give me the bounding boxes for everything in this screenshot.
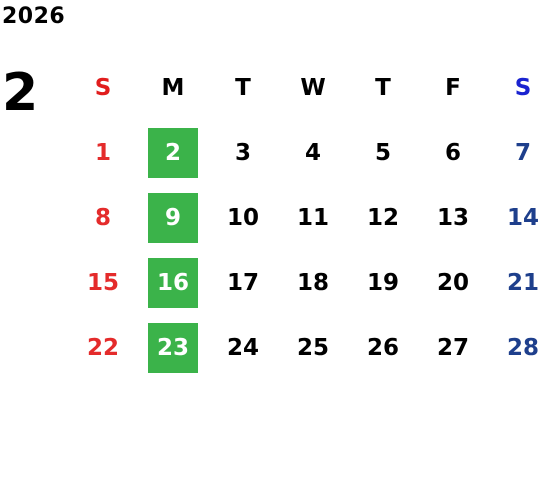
day-number: 5 xyxy=(374,139,391,166)
weekday-saturday: S xyxy=(514,74,532,101)
day-number: 26 xyxy=(366,334,399,361)
day-number: 20 xyxy=(436,269,469,296)
weekday-friday: F xyxy=(445,74,461,101)
weekday-monday: M xyxy=(161,74,185,101)
day-cell[interactable]: 16 xyxy=(138,257,208,308)
day-number: 2 xyxy=(148,127,198,178)
week-row: 15 16 17 18 19 20 21 xyxy=(68,250,548,315)
week-row: 8 9 10 11 12 13 14 xyxy=(68,185,548,250)
day-cell[interactable]: 3 xyxy=(208,128,278,178)
week-row: 1 2 3 4 5 6 7 xyxy=(68,120,548,185)
day-cell[interactable]: 13 xyxy=(418,193,488,243)
day-cell[interactable]: 5 xyxy=(348,128,418,178)
day-cell[interactable]: 7 xyxy=(488,128,548,178)
weekday-wednesday: W xyxy=(300,74,326,101)
day-number: 24 xyxy=(226,334,259,361)
day-number: 18 xyxy=(296,269,329,296)
day-cell[interactable]: 20 xyxy=(418,258,488,308)
day-number: 6 xyxy=(444,139,461,166)
month-label: 2 xyxy=(2,63,39,123)
week-row: 22 23 24 25 26 27 28 xyxy=(68,315,548,380)
day-number: 8 xyxy=(94,204,111,231)
day-number: 10 xyxy=(226,204,259,231)
day-number: 12 xyxy=(366,204,399,231)
day-number: 15 xyxy=(86,269,119,296)
day-cell[interactable]: 11 xyxy=(278,193,348,243)
day-cell[interactable]: 22 xyxy=(68,323,138,373)
day-number: 23 xyxy=(148,322,198,373)
day-cell[interactable]: 19 xyxy=(348,258,418,308)
day-cell[interactable]: 26 xyxy=(348,323,418,373)
day-cell[interactable]: 2 xyxy=(138,127,208,178)
day-cell[interactable]: 8 xyxy=(68,193,138,243)
day-number: 27 xyxy=(436,334,469,361)
day-number: 3 xyxy=(234,139,251,166)
weekday-sunday: S xyxy=(94,74,112,101)
day-number: 17 xyxy=(226,269,259,296)
day-number: 25 xyxy=(296,334,329,361)
day-number: 14 xyxy=(506,204,539,231)
day-cell[interactable]: 10 xyxy=(208,193,278,243)
day-number: 28 xyxy=(506,334,539,361)
day-number: 4 xyxy=(304,139,321,166)
calendar-grid: S M T W T F S 1 2 3 4 5 6 7 8 9 10 11 12… xyxy=(68,55,548,380)
weekday-tuesday: T xyxy=(235,74,251,101)
day-number: 21 xyxy=(506,269,539,296)
day-cell[interactable]: 25 xyxy=(278,323,348,373)
day-number: 13 xyxy=(436,204,469,231)
day-cell[interactable]: 27 xyxy=(418,323,488,373)
day-cell[interactable]: 24 xyxy=(208,323,278,373)
day-cell[interactable]: 14 xyxy=(488,193,548,243)
day-cell[interactable]: 12 xyxy=(348,193,418,243)
day-cell[interactable]: 21 xyxy=(488,258,548,308)
day-number: 16 xyxy=(148,257,198,308)
weekday-thursday: T xyxy=(375,74,391,101)
day-cell[interactable]: 1 xyxy=(68,128,138,178)
day-cell[interactable]: 23 xyxy=(138,322,208,373)
year-label: 2026 xyxy=(2,4,66,29)
day-cell[interactable]: 17 xyxy=(208,258,278,308)
day-number: 11 xyxy=(296,204,329,231)
day-number: 1 xyxy=(94,139,111,166)
day-cell[interactable]: 4 xyxy=(278,128,348,178)
day-number: 19 xyxy=(366,269,399,296)
day-cell[interactable]: 6 xyxy=(418,128,488,178)
day-cell[interactable]: 28 xyxy=(488,323,548,373)
weekday-header-row: S M T W T F S xyxy=(68,55,548,120)
day-number: 22 xyxy=(86,334,119,361)
day-cell[interactable]: 18 xyxy=(278,258,348,308)
day-cell[interactable]: 15 xyxy=(68,258,138,308)
day-number: 7 xyxy=(514,139,531,166)
day-number: 9 xyxy=(148,192,198,243)
day-cell[interactable]: 9 xyxy=(138,192,208,243)
